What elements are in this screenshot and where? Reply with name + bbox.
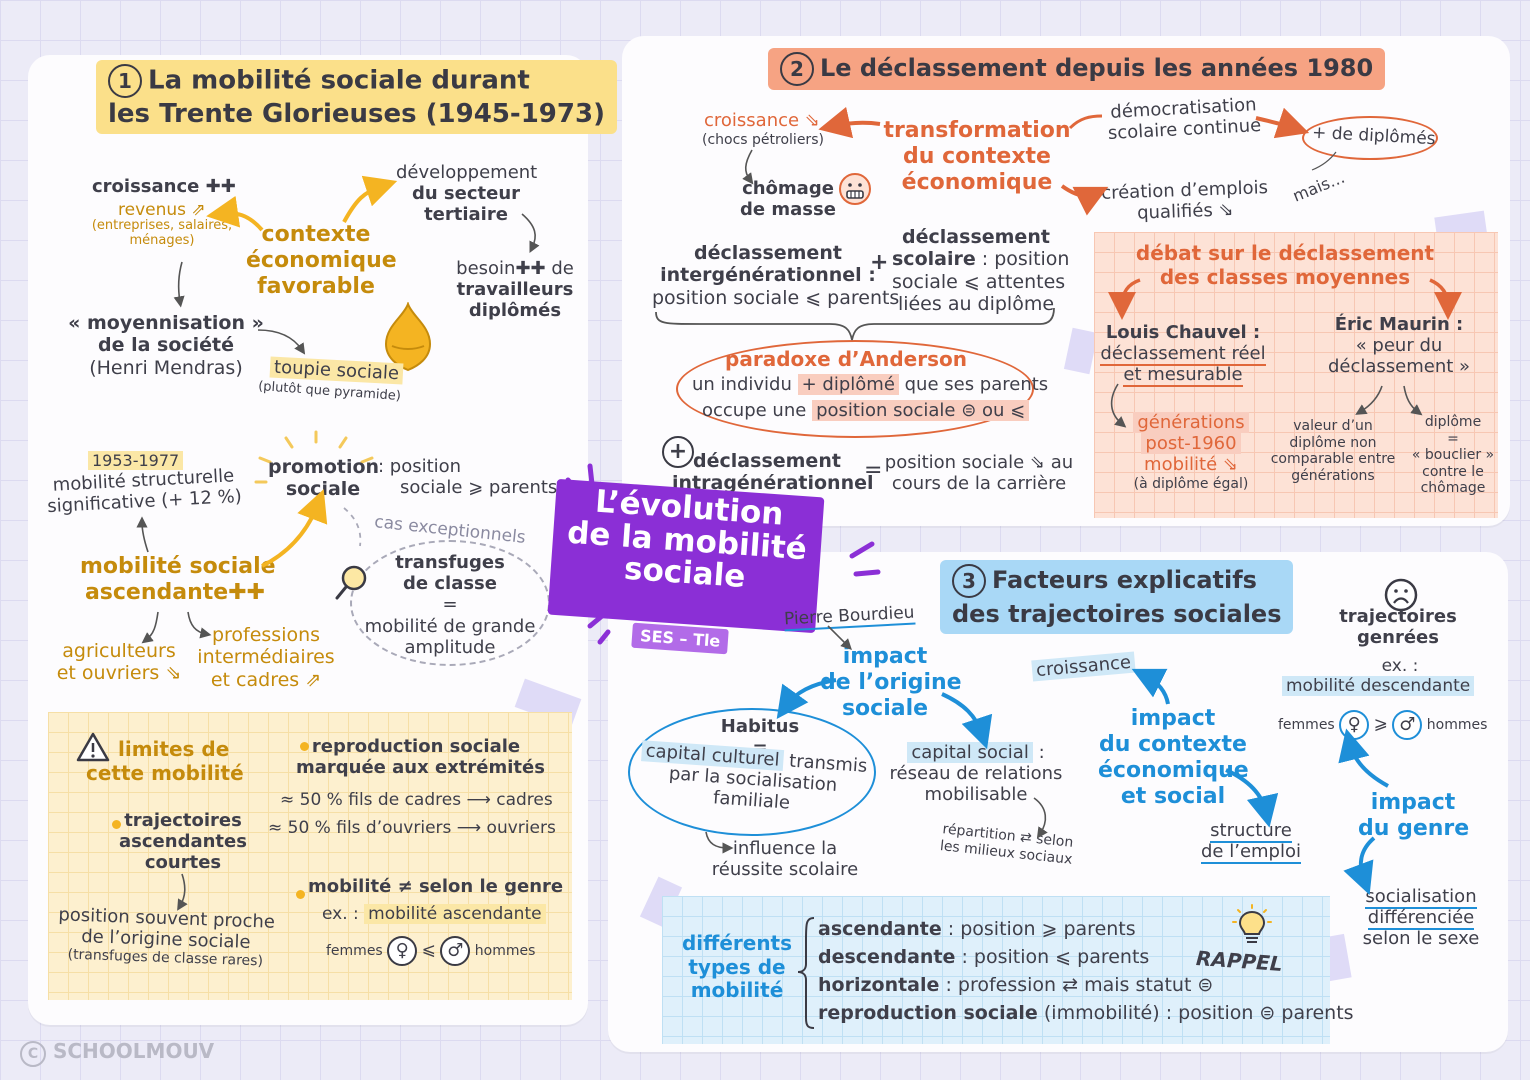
genre-comparison: femmes ♀ ⩽ ♂ hommes (326, 936, 535, 966)
section-number-badge: 1 (108, 64, 142, 98)
male-icon: ♂ (440, 936, 471, 966)
male-icon: ♂ (1392, 710, 1423, 740)
habitus-oval (628, 708, 876, 836)
section-number-badge: 3 (952, 564, 986, 598)
brand-logo: C SCHOOLMOUV (20, 1039, 214, 1067)
rappel-box (662, 896, 1330, 1044)
anderson-line-1: un individu + diplômé que ses parents (692, 374, 1049, 395)
generations-post-1960: générations post-1960 mobilité ⇘ (à dipl… (1133, 412, 1249, 492)
ouvriers-line: ≈ 50 % fils d’ouvriers ⟶ ouvriers (268, 818, 556, 838)
section-number-badge: 2 (780, 52, 814, 86)
plus-sign: + (870, 250, 889, 275)
genre-title: mobilité ≠ selon le genre (308, 876, 564, 897)
bullet-dot (112, 820, 121, 829)
period-badge: 1953-1977 (88, 451, 184, 471)
lightbulb-icon (1232, 904, 1272, 943)
bullet-dot (300, 742, 309, 751)
equals-sign: = (864, 458, 883, 483)
genre-example: ex. : mobilité ascendante (322, 904, 546, 924)
revenus-detail: (entreprises, salaires,ménages) (91, 218, 233, 249)
type-reproduction: reproduction sociale (immobilité) : posi… (818, 1002, 1354, 1024)
chauvel-node: Louis Chauvel : déclassement réel et mes… (1100, 322, 1266, 388)
copyright-icon: C (20, 1041, 46, 1067)
chocs-petroliers: (chocs pétroliers) (702, 132, 824, 148)
female-icon: ♀ (387, 936, 418, 966)
anderson-title: paradoxe d’Anderson (725, 347, 967, 371)
anderson-oval (676, 340, 1034, 438)
genrees-example: ex. : (1381, 656, 1419, 676)
socialisation-differenciee: socialisation différenciée selon le sexe (1362, 886, 1480, 950)
bullet-dot (296, 890, 305, 899)
moyennisation-node: « moyennisation »de la société(Henri Men… (68, 312, 264, 379)
limites-box (48, 712, 572, 1000)
sad-face-icon (1384, 578, 1418, 612)
croissance-baisse: croissance ⇘ (704, 110, 820, 131)
croissance-label: croissance ✚✚ (92, 176, 236, 197)
magnifier-icon (335, 565, 367, 600)
sun-rays-decoration (254, 430, 374, 484)
grimace-face-icon (839, 173, 871, 205)
female-icon: ♀ (1339, 710, 1370, 740)
warning-icon (76, 732, 110, 762)
anderson-line-2: occupe une position sociale ⊜ ou ⩽ (702, 400, 1030, 421)
type-descendante: descendante : position ⩽ parents (818, 946, 1150, 968)
plus-circle-icon: + (662, 436, 694, 468)
spinning-top-icon (384, 302, 432, 372)
mobilite-descendante: mobilité descendante (1282, 676, 1475, 696)
type-horizontale: horizontale : profession ⇄ mais statut ⊜ (818, 974, 1214, 996)
revenus-label: revenus ⇗ (118, 200, 206, 220)
type-ascendante: ascendante : position ⩾ parents (818, 918, 1136, 940)
burst-lines-decoration (565, 463, 881, 645)
cadres-line: ≈ 50 % fils de cadres ⟶ cadres (280, 790, 553, 810)
genre-comparison-3: femmes ♀ ⩾ ♂ hommes (1278, 710, 1487, 740)
